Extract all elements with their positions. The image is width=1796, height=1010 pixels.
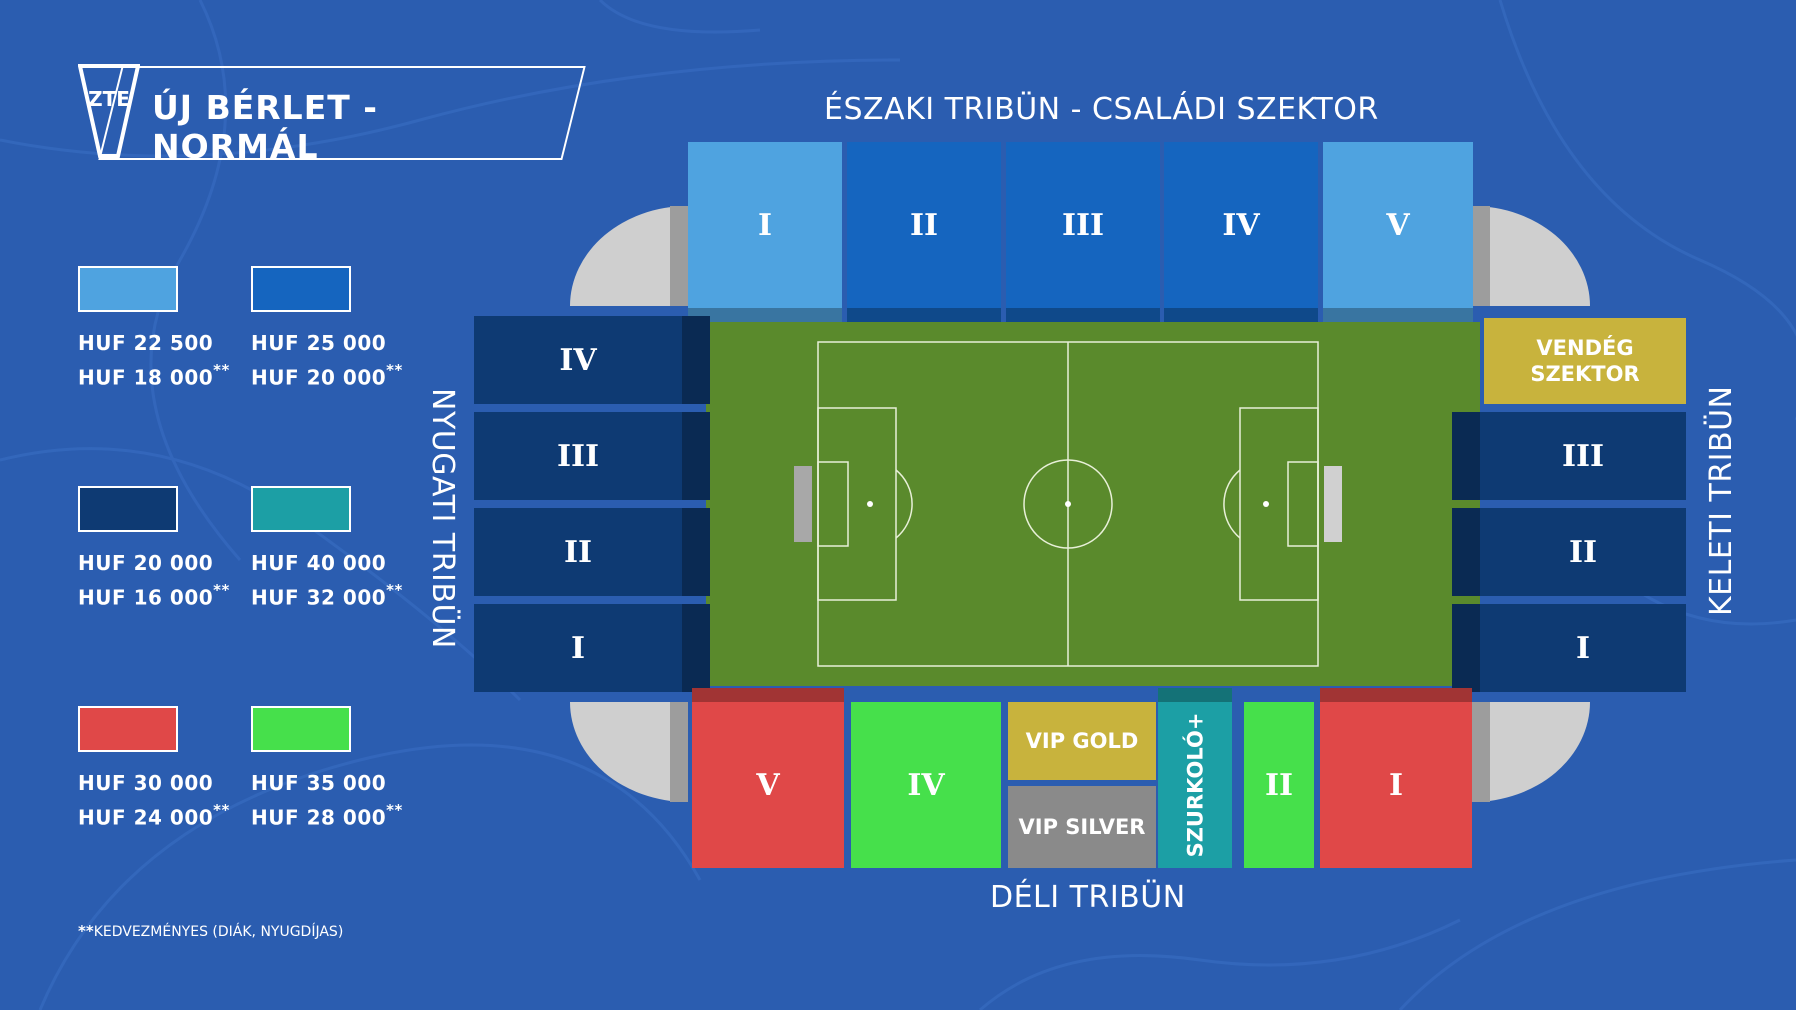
legend-swatch: [78, 706, 178, 752]
legend-discount-value: HUF 28 000: [251, 805, 387, 830]
north-sector-iv[interactable]: IV: [1164, 142, 1318, 322]
legend-discount-price: HUF 20 000**: [251, 357, 403, 393]
sector-label: IV: [559, 342, 597, 378]
east-sector-i[interactable]: I: [1452, 604, 1686, 692]
north-stand-label: ÉSZAKI TRIBÜN - CSALÁDI SZEKTOR: [824, 92, 1379, 127]
sector-label: III: [556, 438, 600, 474]
vip-gold-sector[interactable]: VIP GOLD: [1008, 702, 1156, 780]
vip-silver-sector[interactable]: VIP SILVER: [1008, 786, 1156, 868]
legend-swatch: [251, 706, 351, 752]
footnote-stars: **: [78, 922, 94, 940]
sector-label: VENDÉG SZEKTOR: [1530, 336, 1640, 386]
legend-swatch: [251, 266, 351, 312]
sector-label: III: [1561, 438, 1605, 474]
east-stand-label: KELETI TRIBÜN: [1704, 385, 1739, 616]
sector-label: I: [1575, 630, 1591, 666]
football-pitch: [706, 322, 1480, 686]
north-sector-i[interactable]: I: [688, 142, 842, 322]
legend-discount-value: HUF 18 000: [78, 365, 214, 390]
east-sector-guest[interactable]: VENDÉG SZEKTOR: [1484, 318, 1686, 404]
south-sector-v[interactable]: V: [692, 688, 844, 868]
west-sector-iv[interactable]: IV: [474, 316, 710, 404]
north-sector-v[interactable]: V: [1323, 142, 1473, 322]
north-sector-iii[interactable]: III: [1006, 142, 1160, 322]
sector-label: II: [909, 207, 939, 243]
sector-label: II: [1264, 767, 1294, 803]
legend-discount-stars: **: [386, 361, 403, 379]
south-sector-ii[interactable]: II: [1244, 702, 1314, 868]
corner-nw: [570, 206, 688, 306]
legend-price: HUF 35 000: [251, 771, 387, 795]
legend-discount-value: HUF 24 000: [78, 805, 214, 830]
west-sector-ii[interactable]: II: [474, 508, 710, 596]
east-sector-iii[interactable]: III: [1452, 412, 1686, 500]
legend-discount-value: HUF 16 000: [78, 585, 214, 610]
legend-discount-value: HUF 20 000: [251, 365, 387, 390]
west-stand-label: NYUGATI TRIBÜN: [425, 388, 460, 649]
legend-swatch: [251, 486, 351, 532]
legend-discount-price: HUF 28 000**: [251, 797, 403, 833]
corner-se: [1472, 702, 1590, 802]
legend-discount-price: HUF 24 000**: [78, 797, 230, 833]
corner-ne: [1472, 206, 1590, 306]
south-sector-iv[interactable]: IV: [851, 702, 1001, 868]
legend-discount-price: HUF 18 000**: [78, 357, 230, 393]
west-sector-iii[interactable]: III: [474, 412, 710, 500]
sector-label: II: [563, 534, 593, 570]
north-sector-ii[interactable]: II: [847, 142, 1001, 322]
supporter-plus-sector[interactable]: SZURKOLÓ+: [1158, 688, 1232, 868]
legend-discount-stars: **: [386, 801, 403, 819]
legend-swatch: [78, 486, 178, 532]
svg-text:ZTE: ZTE: [88, 87, 130, 111]
sector-label: I: [1388, 767, 1404, 803]
corner-sw: [570, 702, 688, 802]
legend-price: HUF 30 000: [78, 771, 214, 795]
zte-logo-icon: ZTE: [78, 64, 140, 158]
page-title: ÚJ BÉRLET - NORMÁL: [152, 88, 378, 166]
legend-price: HUF 25 000: [251, 331, 387, 355]
east-sector-ii[interactable]: II: [1452, 508, 1686, 596]
sector-label: II: [1568, 534, 1598, 570]
sector-label: IV: [1222, 207, 1260, 243]
footnote-text: KEDVEZMÉNYES (DIÁK, NYUGDÍJAS): [93, 924, 344, 940]
sector-label: VIP GOLD: [1025, 729, 1139, 753]
sector-label: I: [570, 630, 586, 666]
legend-discount-stars: **: [213, 581, 230, 599]
legend-price: HUF 40 000: [251, 551, 387, 575]
discount-footnote: **KEDVEZMÉNYES (DIÁK, NYUGDÍJAS): [78, 922, 343, 940]
sector-label: V: [1386, 207, 1410, 243]
legend-discount-stars: **: [213, 361, 230, 379]
legend-discount-price: HUF 32 000**: [251, 577, 403, 613]
sector-label: VIP SILVER: [1018, 815, 1146, 839]
legend-discount-price: HUF 16 000**: [78, 577, 230, 613]
legend-price: HUF 20 000: [78, 551, 214, 575]
sector-label: IV: [907, 767, 945, 803]
legend-discount-value: HUF 32 000: [251, 585, 387, 610]
sector-label: SZURKOLÓ+: [1183, 712, 1207, 858]
legend-discount-stars: **: [386, 581, 403, 599]
sector-label: III: [1061, 207, 1105, 243]
legend-price: HUF 22 500: [78, 331, 214, 355]
legend-swatch: [78, 266, 178, 312]
sector-label: I: [757, 207, 773, 243]
south-sector-i[interactable]: I: [1320, 688, 1472, 868]
south-stand-label: DÉLI TRIBÜN: [990, 880, 1186, 915]
west-sector-i[interactable]: I: [474, 604, 710, 692]
sector-label: V: [756, 767, 780, 803]
legend-discount-stars: **: [213, 801, 230, 819]
